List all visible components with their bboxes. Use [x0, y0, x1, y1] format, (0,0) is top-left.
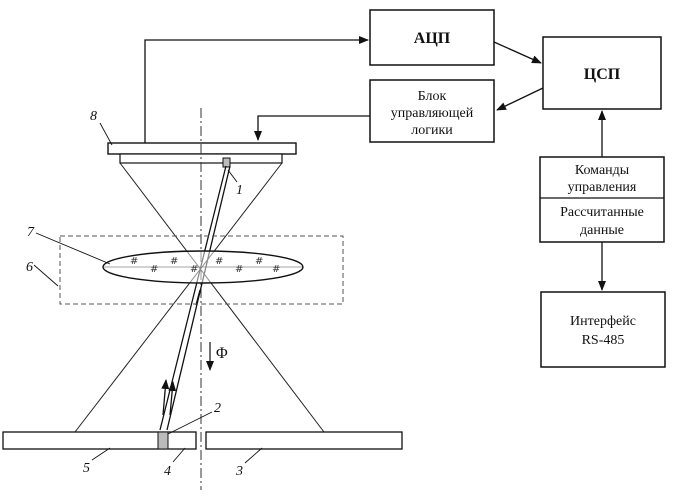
label-1: 1 [236, 183, 243, 198]
plate-3 [205, 431, 403, 450]
control-logic-label-line1: Блок [418, 89, 447, 104]
light-cone [74, 162, 325, 433]
interface-label-line1: Интерфейс [570, 314, 636, 329]
dsp-label: ЦСП [584, 66, 621, 83]
svg-text:#: # [272, 264, 280, 275]
detector-to-adc-arrow [144, 36, 369, 145]
beam-lines [159, 165, 231, 431]
bottom-plates [2, 431, 403, 450]
calculated-label-line2: данные [580, 223, 624, 238]
adc-label: АЦП [414, 30, 451, 47]
logic-to-detector-arrow [254, 115, 370, 141]
control-logic-label-line2: управляющей [391, 106, 474, 121]
detector-plate-8 [107, 142, 297, 168]
svg-text:#: # [130, 256, 138, 267]
gap-4 [157, 431, 169, 450]
svg-text:#: # [170, 256, 178, 267]
calculated-label-line1: Рассчитанные [560, 205, 644, 220]
svg-text:#: # [235, 264, 243, 275]
label-2: 2 [214, 401, 221, 416]
dsp-to-logic-arrow [496, 87, 544, 111]
label-7: 7 [27, 225, 35, 240]
beam-arrow-1 [161, 379, 170, 416]
label-8: 8 [90, 109, 97, 124]
label-4: 4 [164, 464, 171, 479]
commands-label-line1: Команды [575, 163, 630, 178]
particle-cloud-7: # # # # # # # # [102, 250, 304, 284]
interface-block: Интерфейс RS-485 [540, 291, 666, 368]
flux-label: Φ [216, 345, 228, 362]
beam-arrow-2 [168, 381, 177, 416]
plate-5 [2, 431, 197, 450]
control-logic-label-line3: логики [411, 123, 453, 138]
svg-text:#: # [215, 256, 223, 267]
adc-to-dsp-arrow [493, 41, 542, 64]
commands-label-line2: управления [568, 180, 637, 195]
label-5: 5 [83, 461, 90, 476]
svg-text:#: # [150, 264, 158, 275]
measurement-region-6 [59, 235, 344, 305]
svg-text:#: # [190, 264, 198, 275]
label-6: 6 [26, 260, 33, 275]
commands-data-block: Команды управления Рассчитанные данные [539, 156, 665, 243]
label-3: 3 [235, 464, 243, 479]
adc-block: АЦП [369, 9, 495, 66]
svg-text:#: # [255, 256, 263, 267]
interface-label-line2: RS-485 [582, 333, 625, 348]
control-logic-block: Блок управляющей логики [369, 79, 495, 143]
dsp-block: ЦСП [542, 36, 662, 110]
